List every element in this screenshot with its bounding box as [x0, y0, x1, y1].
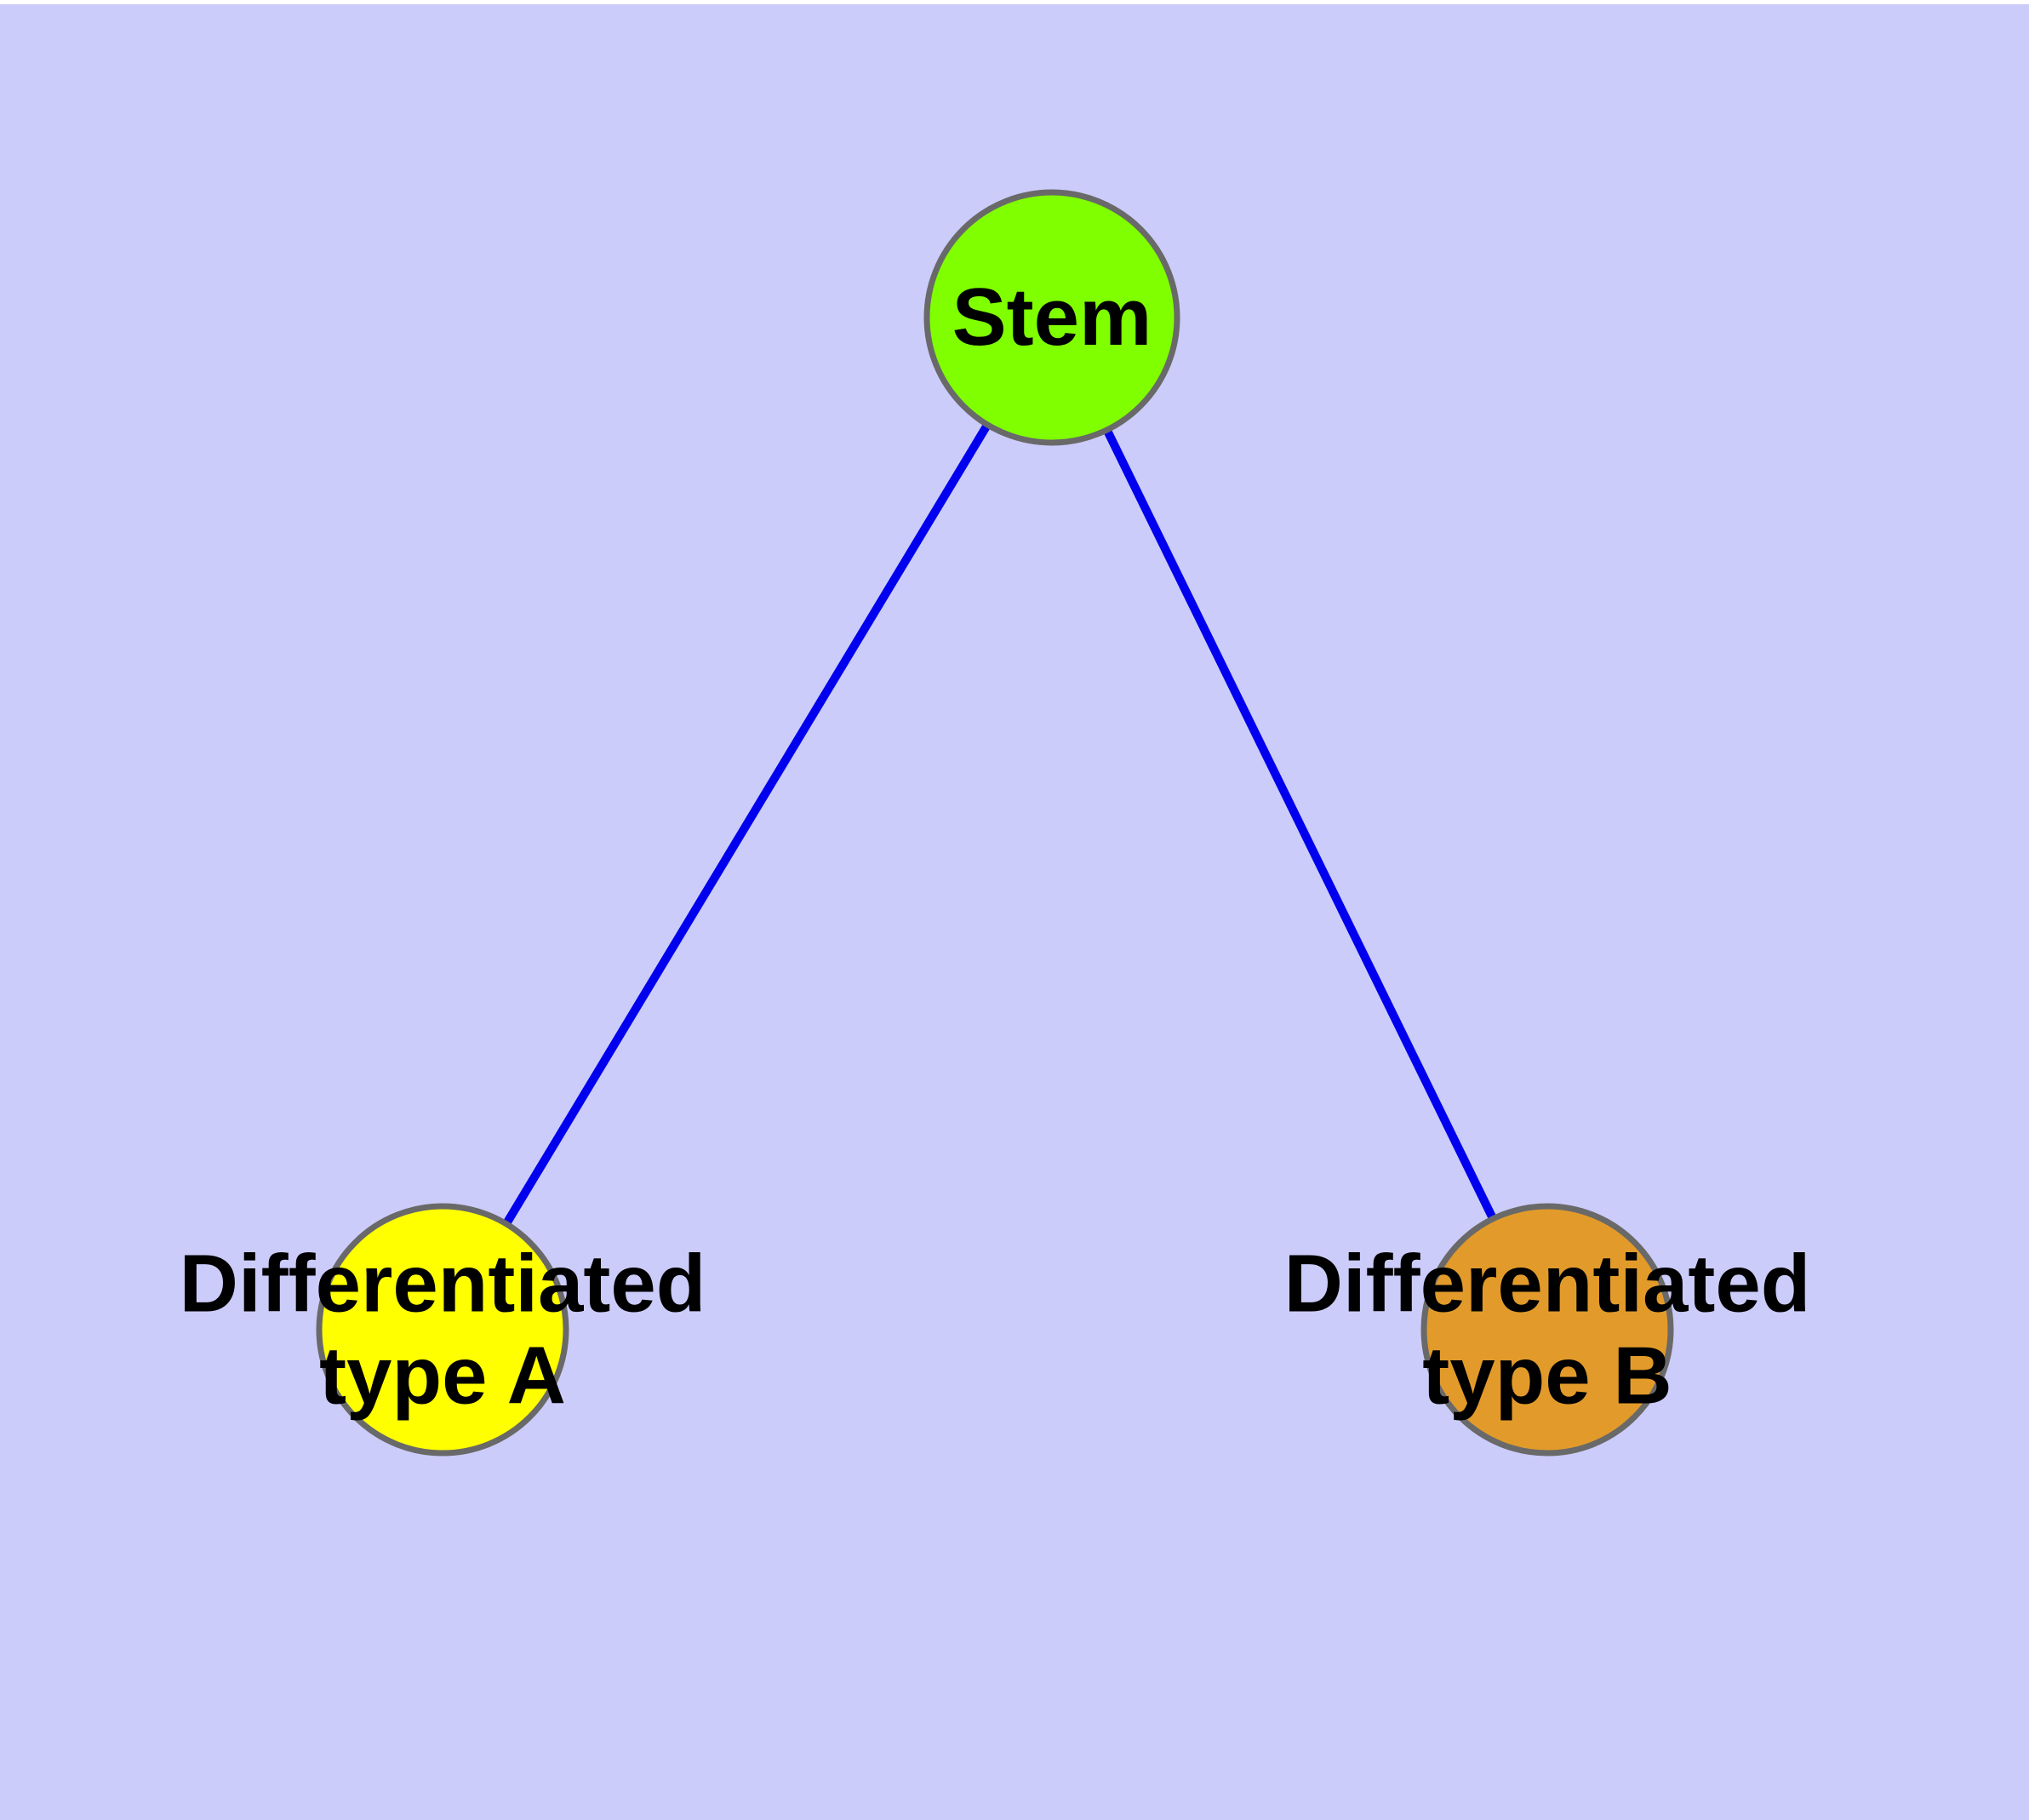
edge-stem-to-differentiated-type-b	[1048, 315, 1552, 1332]
edge-layer	[438, 315, 1552, 1332]
node-differentiated-type-a[interactable]	[316, 1203, 569, 1457]
edge-stem-to-differentiated-type-a	[438, 315, 1056, 1332]
node-layer	[316, 189, 1674, 1457]
node-differentiated-type-b[interactable]	[1420, 1203, 1674, 1457]
node-stem[interactable]	[923, 189, 1180, 446]
